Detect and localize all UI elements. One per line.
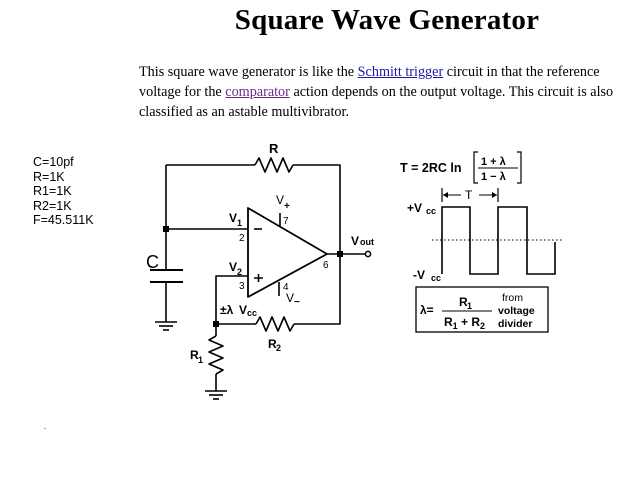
ground-icon bbox=[205, 390, 227, 400]
lambda-note-divider: divider bbox=[498, 318, 532, 330]
label-c: C bbox=[146, 252, 159, 272]
junction-dot bbox=[213, 321, 219, 327]
label-r1-sub: 1 bbox=[198, 355, 203, 365]
feedback-wire-right bbox=[293, 164, 341, 254]
lambda-numerator: R bbox=[459, 295, 468, 309]
arrowhead-icon bbox=[492, 192, 497, 198]
intro-text-2: circuit in that the reference voltage fo… bbox=[139, 64, 600, 100]
lambda-note-voltage: voltage bbox=[498, 305, 535, 317]
label-r: R bbox=[269, 141, 279, 156]
formula-lhs: T = 2RC ln bbox=[400, 161, 461, 175]
resistor-r1 bbox=[208, 335, 224, 375]
noninverting-input-wire bbox=[215, 275, 248, 324]
r2-wire-right bbox=[294, 254, 341, 325]
intro-text-1: This square wave generator is like the bbox=[139, 64, 358, 80]
label-vplus-sub: + bbox=[284, 201, 290, 212]
lambda-numerator-sub: 1 bbox=[467, 301, 472, 311]
junction-dot bbox=[337, 251, 343, 257]
lambda-lhs: λ= bbox=[420, 303, 434, 317]
label-v1-sub: 1 bbox=[237, 218, 242, 228]
label-v2-sub: 2 bbox=[237, 267, 242, 277]
label-r1: R bbox=[190, 348, 199, 362]
label-v1: V bbox=[229, 211, 237, 225]
label-pin7: 7 bbox=[283, 216, 289, 227]
footer-mark bbox=[44, 428, 46, 429]
page-title: Square Wave Generator bbox=[234, 4, 540, 36]
label-period-t: T bbox=[465, 188, 473, 202]
label-ref-pm: ±λ bbox=[220, 303, 234, 317]
intro-paragraph: This square wave generator is like the S… bbox=[139, 62, 624, 122]
comparator-link[interactable]: comparator bbox=[225, 84, 290, 100]
lambda-den-r2: R bbox=[471, 315, 480, 329]
label-ref-v: V bbox=[239, 303, 247, 317]
lambda-den-r1: R bbox=[444, 315, 453, 329]
label-r2: R bbox=[268, 337, 277, 351]
label-ref-sub: cc bbox=[247, 308, 257, 318]
param-r2: R2=1K bbox=[33, 198, 72, 213]
intro-text-3: action depends on the output voltage. Th… bbox=[139, 84, 614, 120]
lambda-den-r2-sub: 2 bbox=[480, 321, 485, 331]
formula-denominator: 1 − λ bbox=[481, 171, 506, 183]
label-pin4: 4 bbox=[283, 282, 289, 293]
label-plus-vcc: +V bbox=[407, 201, 422, 215]
label-vminus: V bbox=[286, 291, 294, 305]
lambda-den-plus: + bbox=[458, 315, 472, 329]
label-v2: V bbox=[229, 260, 237, 274]
label-vout-sub: out bbox=[360, 237, 374, 247]
label-plus-vcc-sub: cc bbox=[426, 206, 436, 216]
param-r: R=1K bbox=[33, 169, 65, 184]
label-vplus: V bbox=[276, 193, 284, 207]
plus-sign-mark bbox=[254, 274, 263, 282]
component-values: C=10pf R=1K R1=1K R2=1K F=45.511K bbox=[33, 155, 94, 228]
ground-icon bbox=[155, 321, 177, 331]
label-vminus-sub: − bbox=[294, 297, 300, 308]
lambda-formula-box bbox=[415, 286, 549, 333]
formula-numerator: 1 + λ bbox=[481, 156, 506, 168]
resistor-r2 bbox=[255, 316, 295, 332]
lambda-den-r1-sub: 1 bbox=[453, 321, 458, 331]
arrowhead-icon bbox=[443, 192, 448, 198]
label-minus-vcc-sub: cc bbox=[431, 273, 441, 283]
label-pin3: 3 bbox=[239, 281, 245, 292]
lambda-note-from: from bbox=[502, 292, 523, 304]
label-minus-vcc: -V bbox=[413, 268, 425, 282]
label-r2-sub: 2 bbox=[276, 343, 281, 353]
junction-dot bbox=[163, 226, 169, 232]
op-amp-triangle-icon bbox=[247, 207, 328, 298]
square-wave-icon bbox=[441, 206, 556, 275]
schmitt-trigger-link[interactable]: Schmitt trigger bbox=[357, 64, 444, 80]
resistor-r bbox=[254, 157, 294, 173]
label-pin6: 6 bbox=[323, 260, 329, 271]
output-terminal-icon bbox=[364, 250, 372, 258]
formula-bracket-icon bbox=[473, 151, 522, 184]
label-pin2: 2 bbox=[239, 233, 245, 244]
param-frequency: F=45.511K bbox=[33, 213, 94, 228]
param-capacitance: C=10pf bbox=[33, 155, 74, 169]
lambda-denominator: R1 + R2 bbox=[444, 315, 485, 331]
label-vout: V bbox=[351, 234, 359, 248]
param-r1: R1=1K bbox=[33, 184, 72, 199]
